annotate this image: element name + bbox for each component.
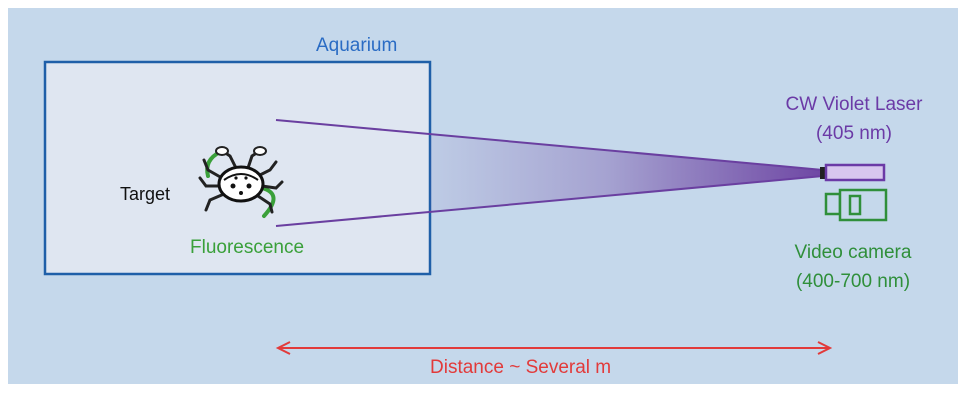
laser-label-line2: (405 nm) xyxy=(774,123,934,146)
laser-label-line1: CW Violet Laser xyxy=(774,94,934,117)
laser-icon xyxy=(820,165,884,180)
camera-label: Video camera (400-700 nm) xyxy=(768,242,938,294)
camera-label-line1: Video camera xyxy=(768,242,938,265)
target-label: Target xyxy=(120,184,170,206)
aquarium-label: Aquarium xyxy=(316,35,397,58)
fluorescence-label: Fluorescence xyxy=(190,237,304,260)
camera-label-line2: (400-700 nm) xyxy=(768,271,938,294)
distance-label: Distance ~ Several m xyxy=(430,357,611,380)
laser-label: CW Violet Laser (405 nm) xyxy=(774,94,934,146)
